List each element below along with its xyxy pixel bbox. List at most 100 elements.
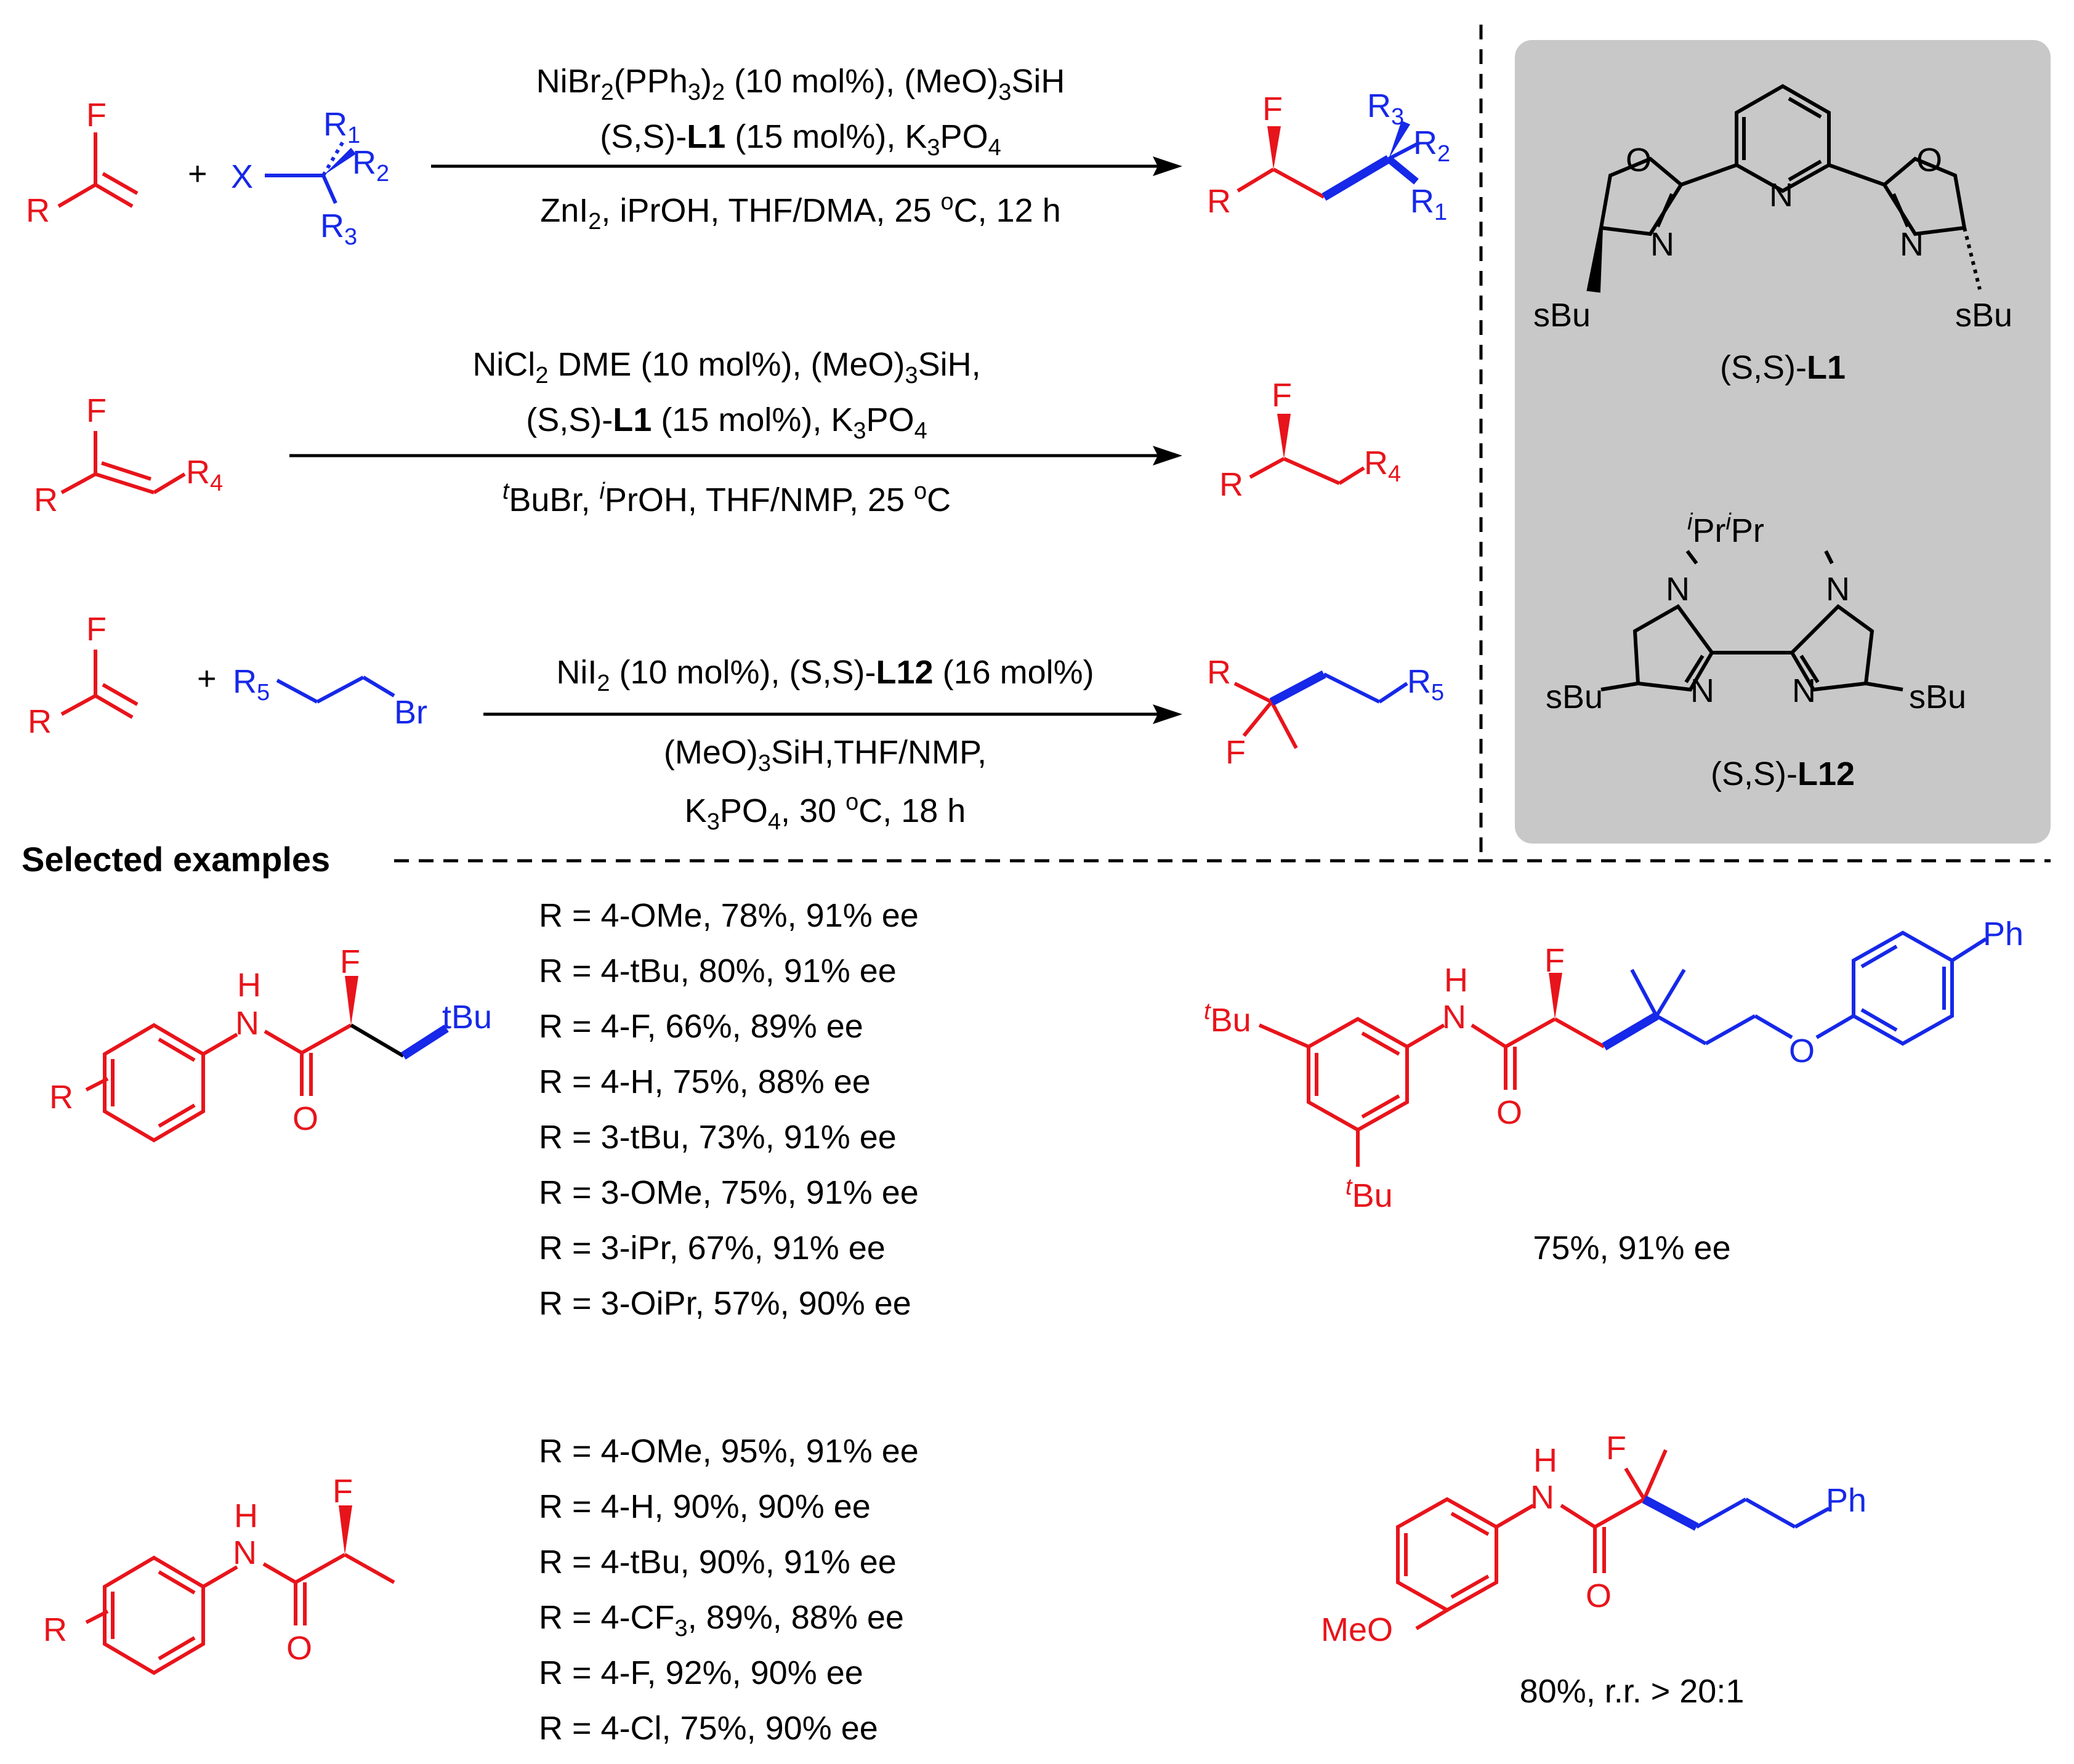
ex1-row-4: R = 3-tBu, 73%, 91% ee — [539, 1119, 897, 1156]
svg-text:MeO: MeO — [1321, 1611, 1393, 1648]
ex1-row-2: R = 4-F, 66%, 89% ee — [539, 1008, 863, 1045]
right-example-2-result: 80%, r.r. > 20:1 — [1520, 1673, 1745, 1710]
svg-text:sBu: sBu — [1955, 297, 2012, 334]
example-1-structure: R N H O F tBu — [49, 943, 492, 1143]
svg-text:+: + — [188, 155, 208, 192]
svg-text:tBu: tBu — [1346, 1174, 1393, 1214]
svg-text:O: O — [1916, 142, 1942, 179]
svg-text:Ph: Ph — [1826, 1482, 1866, 1519]
r2-product: F R R4 — [1219, 377, 1401, 503]
r3-cond-line2: (MeO)3SiH,THF/NMP, — [664, 734, 987, 776]
r3-alkyl-bromide: R5 Br — [233, 663, 427, 731]
r2-cond-line3: tBuBr, iPrOH, THF/NMP, 25 oC — [502, 478, 951, 518]
svg-text:R3: R3 — [320, 207, 357, 250]
r1-cond-line1: NiBr2(PPh3)2 (10 mol%), (MeO)3SiH — [536, 63, 1065, 105]
svg-text:R5: R5 — [233, 663, 270, 706]
conditions-reaction-3: NiI2 (10 mol%), (S,S)-L12 (16 mol%) (MeO… — [556, 654, 1094, 835]
ligand-l12-label: (S,S)-L12 — [1711, 755, 1855, 792]
ex1-row-7: R = 3-OiPr, 57%, 90% ee — [539, 1285, 911, 1322]
svg-text:R: R — [1219, 466, 1243, 503]
svg-text:sBu: sBu — [1533, 297, 1591, 334]
svg-text:F: F — [86, 611, 107, 648]
divider-lines — [394, 25, 2051, 863]
svg-text:R1: R1 — [323, 106, 360, 148]
conditions-reaction-1: NiBr2(PPh3)2 (10 mol%), (MeO)3SiH (S,S)-… — [536, 63, 1065, 235]
svg-text:tBu: tBu — [1204, 999, 1251, 1039]
r2-cond-line1: NiCl2 DME (10 mol%), (MeO)3SiH, — [472, 346, 980, 389]
right-example-1-result: 75%, 91% ee — [1533, 1230, 1730, 1267]
svg-text:H: H — [234, 1497, 258, 1534]
svg-text:+: + — [197, 660, 217, 697]
svg-text:H: H — [1444, 962, 1468, 999]
ex1-row-1: R = 4-tBu, 80%, 91% ee — [539, 952, 897, 989]
svg-text:N: N — [1769, 177, 1793, 214]
selected-examples-header: Selected examples — [22, 840, 330, 879]
svg-text:R2: R2 — [1413, 124, 1450, 167]
svg-text:N: N — [233, 1534, 257, 1571]
svg-text:R: R — [49, 1079, 73, 1116]
svg-text:R: R — [1207, 654, 1231, 691]
svg-text:N: N — [1826, 571, 1850, 608]
svg-text:N: N — [1690, 672, 1714, 709]
ex1-row-3: R = 4-H, 75%, 88% ee — [539, 1063, 871, 1100]
svg-text:iPriPr: iPriPr — [1687, 509, 1764, 549]
example-1-results: R = 4-OMe, 78%, 91% ee R = 4-tBu, 80%, 9… — [539, 897, 919, 1322]
svg-text:F: F — [340, 943, 360, 980]
svg-text:F: F — [1225, 734, 1246, 771]
svg-text:R2: R2 — [352, 144, 389, 187]
svg-text:F: F — [86, 97, 107, 134]
right-example-1-structure: tBu tBu N H O F O Ph — [1204, 916, 2024, 1214]
ex1-row-5: R = 3-OMe, 75%, 91% ee — [539, 1174, 919, 1211]
ex2-row-5: R = 4-Cl, 75%, 90% ee — [539, 1710, 878, 1747]
r1-product: F R R3 R2 R1 — [1207, 87, 1450, 225]
svg-text:N: N — [235, 1005, 259, 1042]
svg-text:H: H — [1533, 1442, 1557, 1479]
svg-text:R5: R5 — [1407, 663, 1444, 706]
ligand-l12-structure: iPriPr N N N sBu N sBu — [1546, 509, 1966, 715]
svg-text:X: X — [231, 158, 253, 195]
svg-text:N: N — [1650, 226, 1674, 263]
svg-text:N: N — [1666, 571, 1690, 608]
example-2-results: R = 4-OMe, 95%, 91% ee R = 4-H, 90%, 90%… — [539, 1433, 919, 1747]
svg-text:Br: Br — [394, 694, 427, 731]
conditions-reaction-2: NiCl2 DME (10 mol%), (MeO)3SiH, (S,S)-L1… — [472, 346, 980, 518]
svg-text:tBu: tBu — [442, 999, 492, 1036]
r1-cond-line3: ZnI2, iPrOH, THF/DMA, 25 oC, 12 h — [540, 189, 1061, 235]
ex2-row-2: R = 4-tBu, 90%, 91% ee — [539, 1544, 897, 1581]
svg-text:N: N — [1442, 999, 1466, 1036]
svg-text:F: F — [1606, 1430, 1626, 1467]
svg-text:R: R — [43, 1611, 67, 1648]
ex2-row-3: R = 4-CF3, 89%, 88% ee — [539, 1599, 904, 1641]
right-example-2-structure: MeO N H O F Ph — [1321, 1430, 1866, 1648]
svg-text:N: N — [1530, 1479, 1554, 1516]
svg-text:F: F — [333, 1473, 353, 1510]
r1-alkyl-halide: X R1 R2 R3 — [231, 106, 389, 250]
r3-fluoroalkene: F R — [28, 611, 139, 740]
svg-text:R3: R3 — [1367, 87, 1404, 130]
svg-text:R: R — [34, 481, 58, 518]
reaction-arrows — [289, 156, 1182, 724]
ex2-row-4: R = 4-F, 92%, 90% ee — [539, 1654, 863, 1691]
r2-cond-line2: (S,S)-L1 (15 mol%), K3PO4 — [526, 401, 927, 444]
r1-cond-line2: (S,S)-L1 (15 mol%), K3PO4 — [600, 118, 1001, 161]
svg-text:O: O — [1586, 1577, 1612, 1614]
ligand-panel — [1515, 40, 2051, 844]
svg-text:R: R — [1207, 183, 1231, 220]
r3-cond-line1: NiI2 (10 mol%), (S,S)-L12 (16 mol%) — [556, 654, 1094, 696]
svg-text:N: N — [1792, 672, 1816, 709]
svg-text:O: O — [1626, 142, 1652, 179]
svg-text:F: F — [1262, 91, 1283, 127]
svg-text:H: H — [237, 967, 261, 1004]
svg-text:sBu: sBu — [1546, 679, 1603, 715]
ex2-row-1: R = 4-H, 90%, 90% ee — [539, 1488, 871, 1525]
svg-text:F: F — [1272, 377, 1292, 414]
svg-text:R: R — [28, 703, 52, 740]
svg-text:sBu: sBu — [1909, 679, 1966, 715]
ex1-row-0: R = 4-OMe, 78%, 91% ee — [539, 897, 919, 934]
example-2-structure: R N H O F — [43, 1473, 395, 1675]
svg-text:O: O — [286, 1630, 312, 1667]
r3-product: R F R5 — [1207, 654, 1444, 771]
svg-text:R1: R1 — [1410, 183, 1447, 225]
